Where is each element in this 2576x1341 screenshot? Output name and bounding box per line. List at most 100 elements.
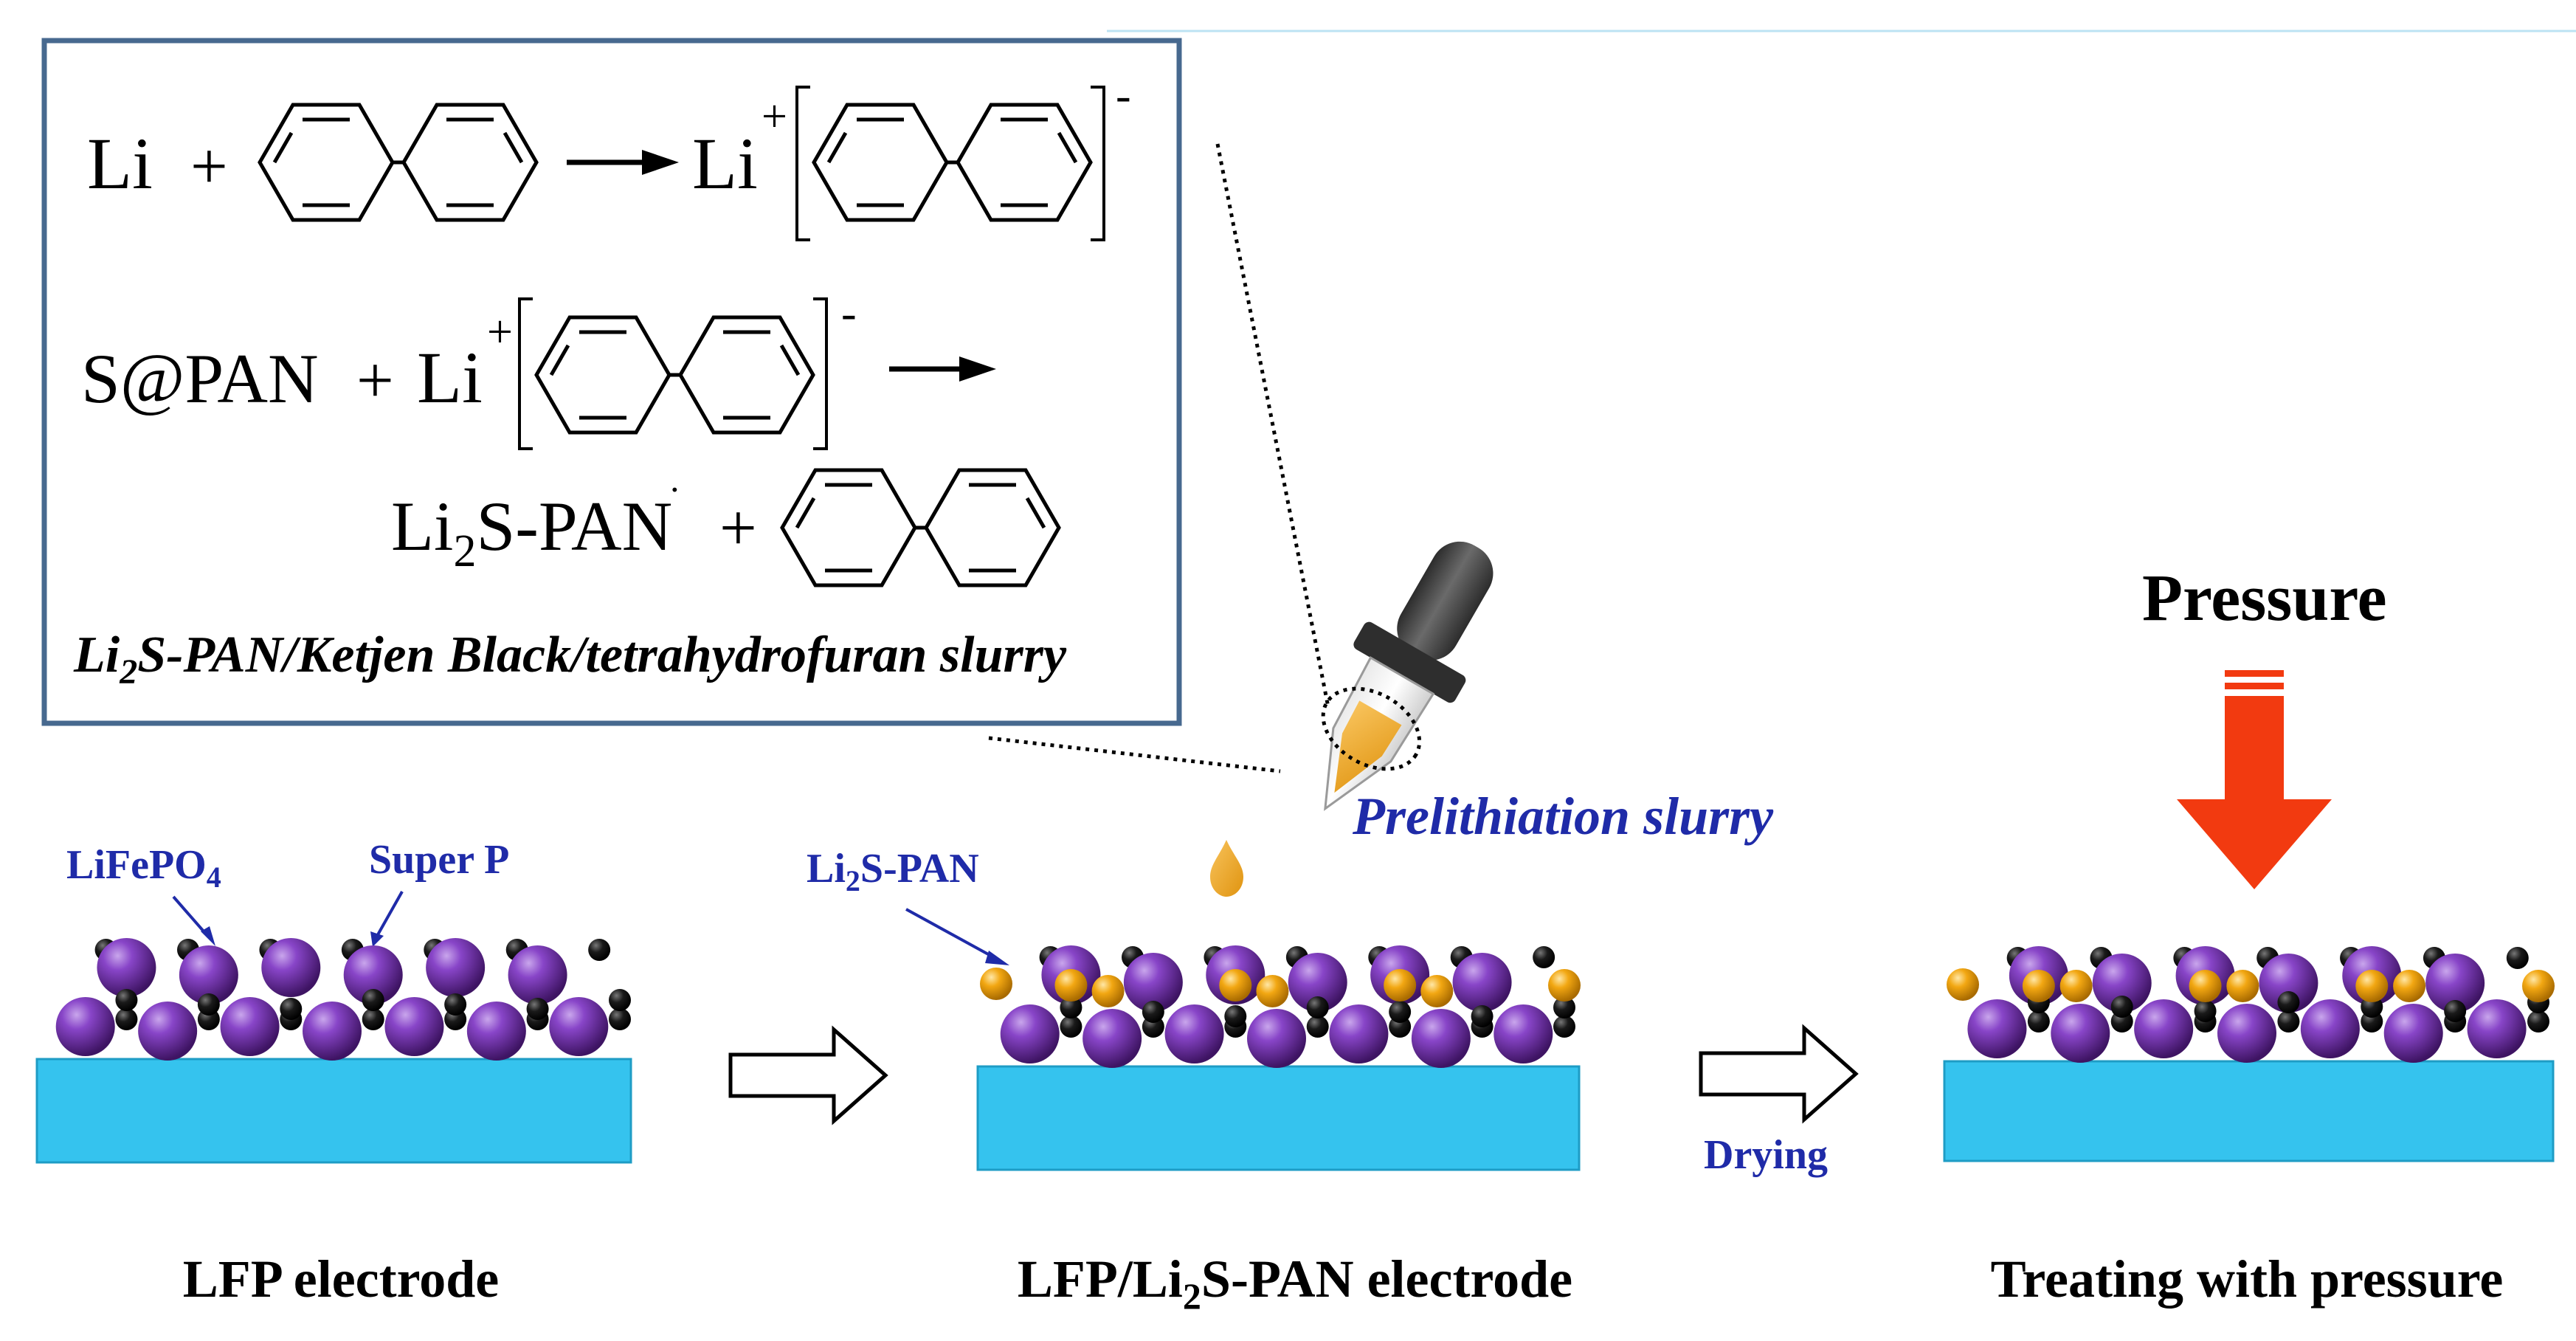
lifepo4-particle xyxy=(1494,1004,1553,1064)
equation-3: Li2S-PAN · + xyxy=(391,469,1059,585)
super-p-particle xyxy=(2444,1000,2467,1022)
lifepo4-label: LiFePO4 xyxy=(66,842,221,894)
lifepo4-particle xyxy=(220,997,280,1056)
super-p-particle xyxy=(1060,1016,1082,1038)
li2s-pan-particle xyxy=(980,968,1012,1000)
super-p-particle xyxy=(1306,996,1329,1018)
super-p-particle xyxy=(1471,1005,1494,1027)
super-p-particle xyxy=(2506,947,2529,969)
pressure-arrow-icon xyxy=(2177,670,2332,889)
eq2-li-cation: Li xyxy=(417,337,483,418)
lifepo4-particle xyxy=(1452,953,1512,1012)
super-p-particle xyxy=(115,1008,138,1030)
super-p-particle xyxy=(609,1008,631,1030)
slurry-label: Li2S-PAN/Ketjen Black/tetrahydrofuran sl… xyxy=(73,627,1067,692)
eq3-plus: + xyxy=(719,492,757,565)
lifepo4-particle xyxy=(1411,1009,1471,1068)
lifepo4-particle xyxy=(343,945,403,1004)
li2s-pan-particle xyxy=(2059,970,2093,1002)
li2s-pan-label: Li2S-PAN xyxy=(807,846,979,897)
lifepo4-particle xyxy=(55,997,115,1056)
lifepo4-particle xyxy=(2300,999,2360,1058)
caption-lfp-li2s-pan: LFP/Li2S-PAN electrode xyxy=(1018,1249,1572,1317)
super-p-particle xyxy=(1389,1001,1412,1023)
panel-lfp-electrode: LiFePO4 Super P LFP electrode xyxy=(35,837,632,1309)
reaction-box: Li + Li + - S@PAN + Li + - xyxy=(41,38,1182,726)
lifepo4-particle xyxy=(97,938,156,997)
super-p-particle xyxy=(2277,991,2300,1013)
drying-label: Drying xyxy=(1704,1132,1828,1178)
substrate xyxy=(35,1058,632,1164)
super-p-particle xyxy=(1142,1001,1164,1023)
slurry-drop-icon xyxy=(1210,840,1243,897)
particle-layer xyxy=(1947,946,2555,1063)
li2s-pan-particle xyxy=(2393,970,2426,1002)
super-p-particle xyxy=(197,993,220,1016)
li2s-pan-particle xyxy=(1219,969,1252,1002)
li2s-pan-particle xyxy=(1947,968,1979,1001)
eq2-plus: + xyxy=(356,344,394,417)
eq1-charge-plus: + xyxy=(762,92,787,142)
panel-treated-electrode: Treating with pressure xyxy=(1943,946,2555,1309)
eq1-li: Li xyxy=(87,123,153,204)
eq1-plus: + xyxy=(190,130,228,203)
prelithiation-label: Prelithiation slurry xyxy=(1352,787,1774,846)
li2s-pan-particle xyxy=(1384,969,1417,1002)
lifepo4-particle xyxy=(2217,1004,2276,1063)
super-p-particle xyxy=(1306,1016,1329,1038)
eq2-reactant: S@PAN xyxy=(81,339,319,418)
lifepo4-particle xyxy=(426,938,486,997)
super-p-particle xyxy=(588,939,611,961)
lifepo4-particle xyxy=(549,997,609,1056)
substrate xyxy=(1943,1060,2555,1162)
lifepo4-particle xyxy=(1164,1004,1224,1064)
lifepo4-particle xyxy=(508,945,567,1004)
lifepo4-particle xyxy=(1123,953,1183,1012)
process-arrow-icon xyxy=(1701,1028,1856,1120)
lifepo4-particle xyxy=(1247,1009,1306,1068)
reaction-arrow-icon xyxy=(567,150,679,175)
li2s-pan-particle xyxy=(1256,975,1289,1007)
dropper-icon xyxy=(1321,541,1494,811)
lifepo4-particle xyxy=(2092,954,2152,1013)
panel-lfp-li2s-pan-electrode: Li2S-PAN LFP/Li2S-PAN electrode xyxy=(807,846,1581,1317)
li2s-pan-particle xyxy=(2189,970,2222,1002)
substrate xyxy=(976,1065,1581,1171)
super-p-particle xyxy=(2194,1000,2217,1022)
callout-lines xyxy=(988,143,1330,773)
lifepo4-particle xyxy=(303,1002,362,1061)
super-p-particle xyxy=(2027,1010,2050,1033)
lifepo4-particle xyxy=(261,938,321,997)
caption-lfp: LFP electrode xyxy=(183,1249,500,1309)
super-p-particle xyxy=(362,1008,384,1030)
equation-1: Li + Li + - xyxy=(87,71,1131,241)
eq2-charge-plus: + xyxy=(487,307,513,357)
particle-layer xyxy=(980,945,1581,1068)
lifepo4-particle xyxy=(2467,999,2527,1058)
li2s-pan-particle xyxy=(1054,969,1088,1002)
lifepo4-particle xyxy=(1329,1004,1389,1064)
lifepo4-particle xyxy=(466,1002,526,1061)
super-p-label: Super P xyxy=(369,837,509,883)
li2s-pan-particle xyxy=(1548,969,1581,1002)
super-p-particle xyxy=(1553,996,1575,1018)
lifepo4-particle xyxy=(1967,999,2027,1058)
lifepo4-particle xyxy=(2259,954,2318,1013)
super-p-particle xyxy=(362,989,384,1011)
bracket-right xyxy=(813,297,828,450)
lifepo4-particle xyxy=(2051,1004,2110,1063)
super-p-particle xyxy=(444,993,467,1016)
li2s-pan-particle xyxy=(1420,975,1454,1007)
super-p-particle xyxy=(1553,1016,1575,1038)
eq3-radical-dot: · xyxy=(669,469,681,510)
super-p-particle xyxy=(2527,1010,2549,1033)
lifepo4-particle xyxy=(384,997,444,1056)
super-p-particle xyxy=(115,989,138,1011)
lifepo4-particle xyxy=(1000,1004,1060,1064)
super-p-particle xyxy=(280,998,303,1020)
super-p-particle xyxy=(1060,996,1082,1018)
equation-2: S@PAN + Li + - xyxy=(81,289,996,450)
lifepo4-particle xyxy=(2383,1004,2443,1063)
lifepo4-particle xyxy=(1288,953,1347,1012)
